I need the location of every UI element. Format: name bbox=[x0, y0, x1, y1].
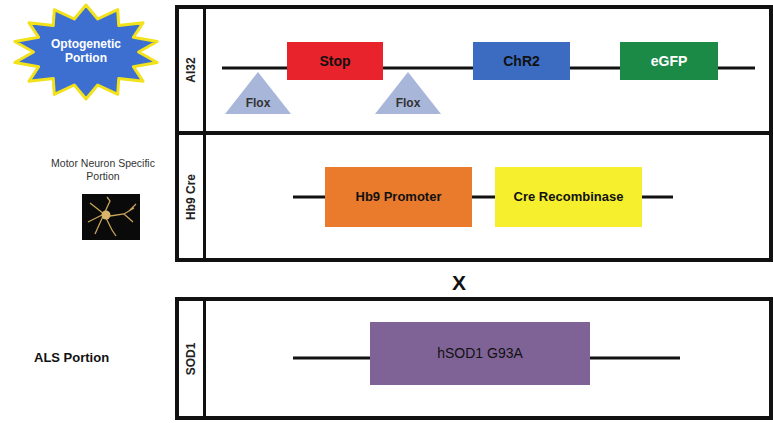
node-text: Hb9 Promoter bbox=[356, 190, 442, 205]
flox-site: Flox bbox=[374, 71, 442, 115]
panel-label-column: SOD1 bbox=[179, 301, 206, 416]
recombinase-box: Cre Recombinase bbox=[495, 167, 642, 227]
flox-site: Flox bbox=[224, 71, 292, 115]
portion-label: Motor Neuron Specific Portion bbox=[36, 157, 170, 182]
optogenetic-starburst: Optogenetic Portion bbox=[10, 2, 162, 102]
node-text: Flox bbox=[396, 97, 421, 111]
node-text: hSOD1 G93A bbox=[437, 345, 523, 361]
promoter-box: Hb9 Promoter bbox=[325, 167, 472, 227]
panel-label: Al32 bbox=[184, 57, 198, 82]
construct-panel: Hb9 Cre Hb9 Promoter Cre Recombinase bbox=[175, 131, 773, 262]
chr2-gene: ChR2 bbox=[473, 42, 570, 80]
node-text: Stop bbox=[319, 53, 350, 69]
panel-label: Hb9 Cre bbox=[184, 173, 198, 219]
neuron-icon bbox=[82, 194, 140, 240]
cross-symbol: X bbox=[452, 270, 466, 295]
node-text: Flox bbox=[246, 97, 271, 111]
construct-panel: SOD1 hSOD1 G93A bbox=[175, 297, 773, 420]
construct-panel: Al32Flox StopFlox ChR2 eGFP bbox=[175, 5, 773, 135]
panel-label-column: Hb9 Cre bbox=[179, 135, 206, 258]
transgene-box: hSOD1 G93A bbox=[370, 322, 590, 385]
node-text: Cre Recombinase bbox=[514, 190, 624, 205]
node-text: Optogenetic Portion bbox=[47, 38, 125, 66]
egfp-gene: eGFP bbox=[620, 42, 718, 80]
node-text: ChR2 bbox=[503, 53, 540, 69]
panel-label: SOD1 bbox=[184, 342, 198, 375]
portion-label: ALS Portion bbox=[34, 350, 109, 366]
panel-label-column: Al32 bbox=[179, 9, 206, 131]
node-text: eGFP bbox=[651, 53, 688, 69]
stop-cassette: Stop bbox=[287, 42, 383, 80]
